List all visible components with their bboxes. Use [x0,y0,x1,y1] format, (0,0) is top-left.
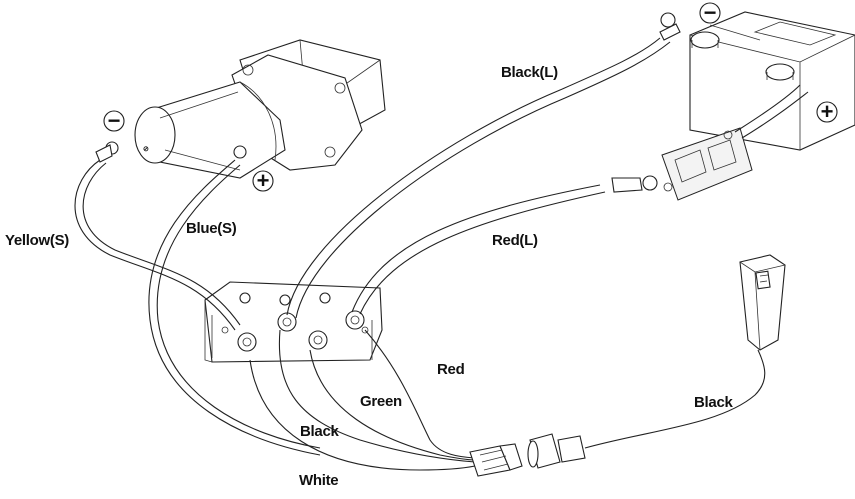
polarity-symbols: − + − + [103,0,838,193]
label-white: White [299,472,338,489]
control-box [204,281,383,363]
label-black: Black [300,423,339,440]
label-red: Red [437,361,465,378]
wire-green [309,349,476,461]
wire-blue-s [148,159,321,456]
plus-symbol-battery: + [821,99,834,124]
remote-controller [739,254,786,351]
harness-plug [469,443,523,477]
remote-socket [527,433,586,469]
plus-symbol-motor: + [257,168,270,193]
label-black-remote: Black [694,394,733,411]
cable-remote-black [584,349,766,449]
wire-white [249,359,476,471]
svg-text:⊘: ⊘ [143,146,149,153]
ring-terminal [660,12,676,28]
label-green: Green [360,393,402,410]
wire-black [278,329,476,463]
label-yellow-s: Yellow(S) [5,232,69,249]
wire-red [364,329,476,459]
label-red-l: Red(L) [492,232,538,249]
minus-symbol-battery: − [704,0,717,25]
wire-yellow-s [74,159,236,331]
label-blue-s: Blue(S) [186,220,237,237]
cable-red-l [351,184,601,313]
label-black-l: Black(L) [501,64,558,81]
winch-motor: ⊘ [134,39,386,179]
circuit-breaker [661,127,753,201]
battery [689,11,855,151]
cable-black-l [286,37,661,316]
minus-symbol-motor: − [108,108,121,133]
